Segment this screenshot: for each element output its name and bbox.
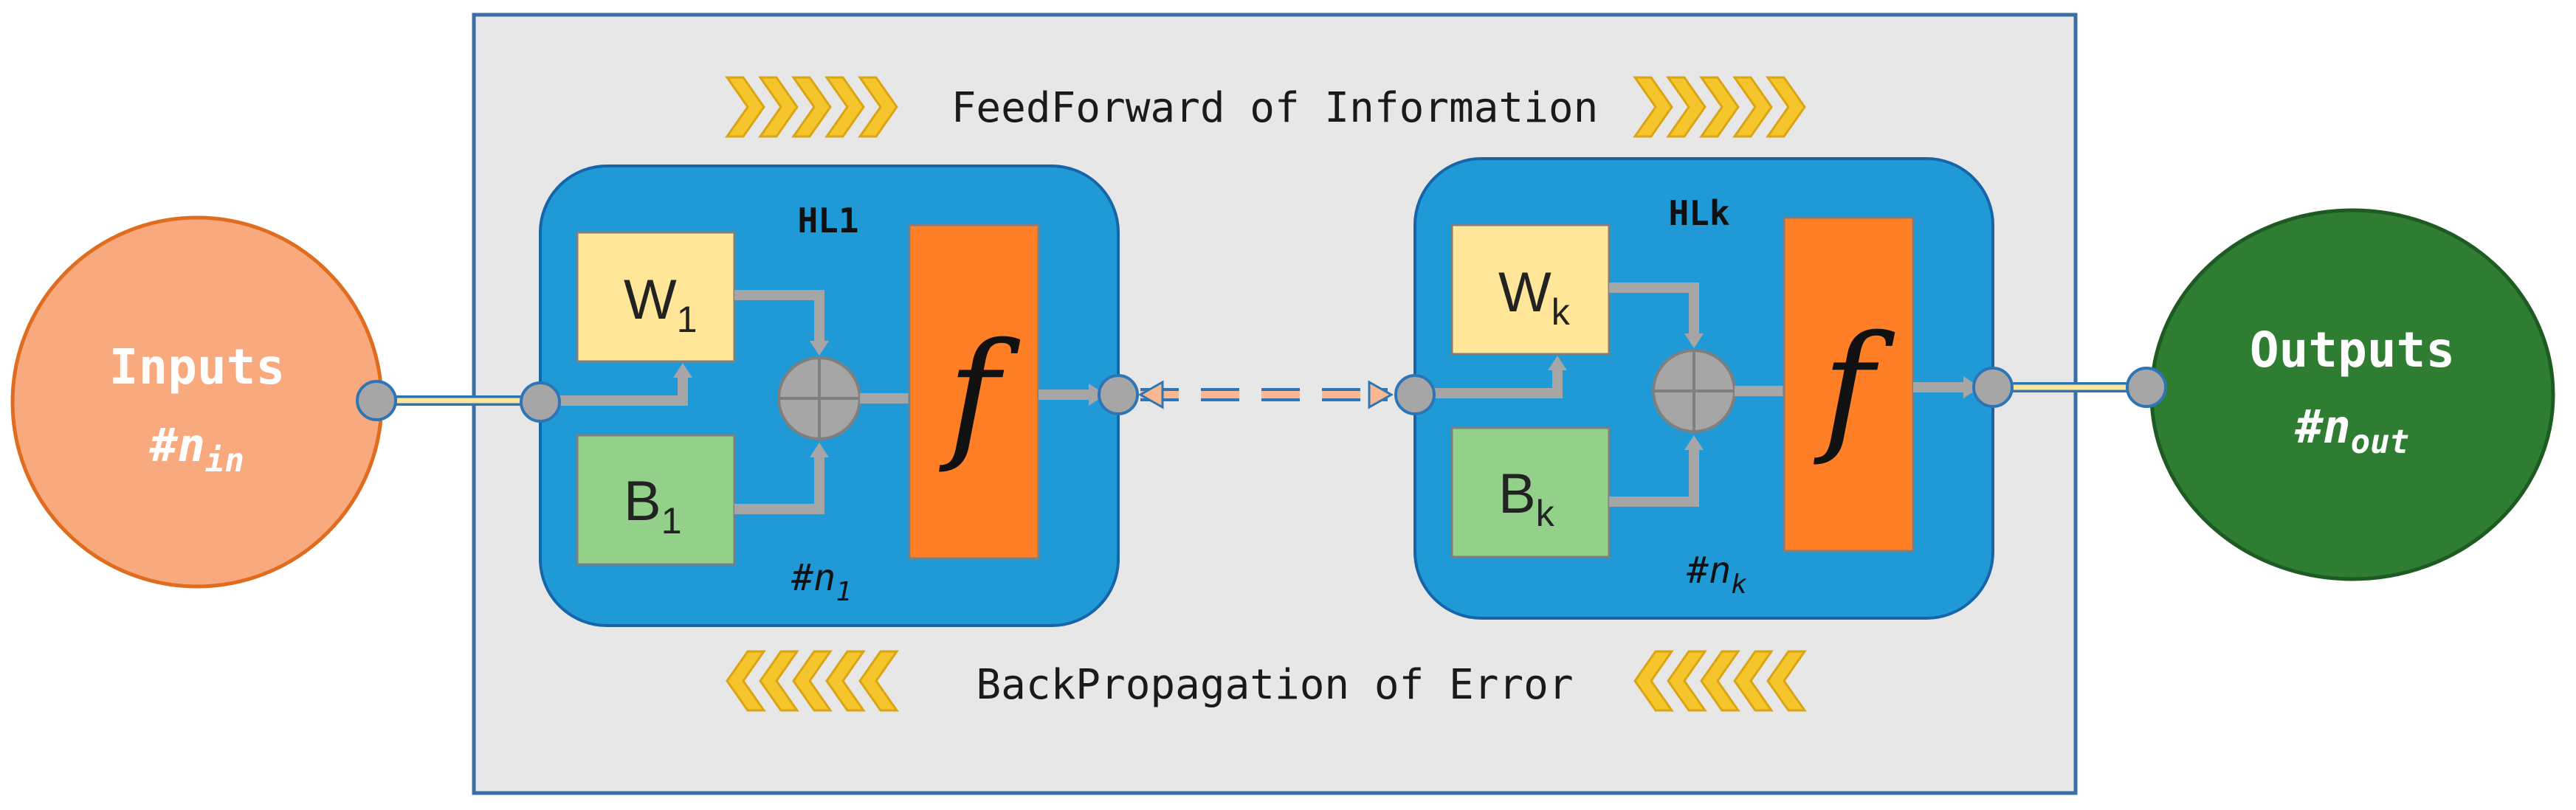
outputs-label: Outputs — [2250, 322, 2455, 378]
outputs-node — [2149, 208, 2555, 581]
hlk-neurons: #nk — [1686, 549, 1747, 600]
hidden-layer-1: HL1 W1 B1 f #n1 — [520, 165, 1139, 627]
hlk-sum-icon — [1652, 349, 1736, 433]
hl1-label: HL1 — [797, 201, 858, 240]
hlk-label: HLk — [1668, 193, 1729, 233]
hlk-input-port — [1394, 374, 1436, 415]
hl1-weight-box — [576, 231, 736, 363]
hlk-activation-box — [1783, 216, 1915, 553]
hl1-weight-label: W1 — [624, 269, 698, 340]
hl1-bias-label: B1 — [624, 470, 682, 541]
output-port — [2126, 367, 2167, 408]
hl1-bias-box — [576, 434, 736, 566]
hlk-output-port — [1972, 367, 2014, 408]
hlk-bias-box — [1450, 426, 1611, 558]
hidden-layer-k: HLk Wk Bk f #nk — [1394, 157, 2014, 620]
hl1-input-port — [520, 381, 561, 423]
feedforward-label: FeedForward of Information — [951, 84, 1599, 132]
hlk-bias-label: Bk — [1498, 463, 1555, 534]
outputs-count: #nout — [2294, 400, 2409, 461]
hlk-weight-label: Wk — [1498, 261, 1571, 333]
hl1-neurons: #n1 — [791, 556, 852, 607]
hl1-output-port — [1098, 374, 1139, 415]
hlk-weight-box — [1450, 224, 1611, 356]
inputs-node — [10, 215, 384, 589]
inputs-count: #nin — [148, 418, 244, 480]
hl1-sum-icon — [777, 356, 861, 440]
backprop-label: BackPropagation of Error — [976, 661, 1573, 709]
hl1-activation-box — [908, 224, 1040, 560]
inputs-label: Inputs — [109, 339, 285, 395]
input-port — [356, 380, 397, 421]
